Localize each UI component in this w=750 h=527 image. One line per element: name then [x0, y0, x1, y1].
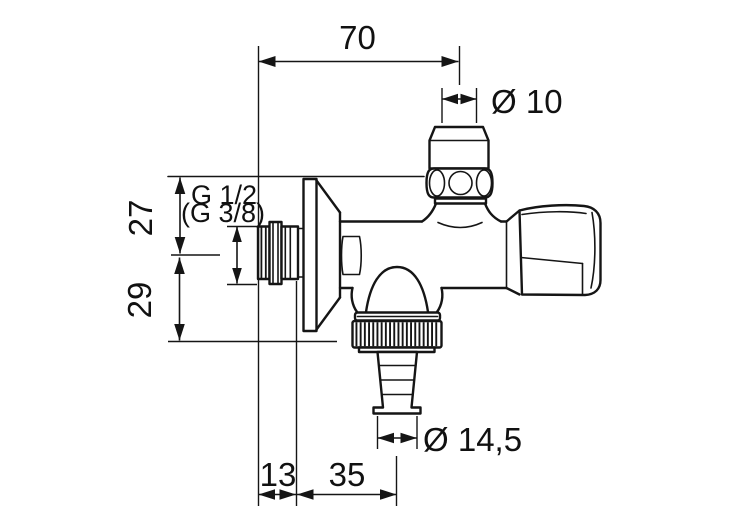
dimension-27: 27 [122, 177, 220, 256]
dimension-label: 27 [122, 200, 159, 237]
bell-fillet-left [350, 286, 359, 314]
thread-section-outline [256, 225, 271, 281]
outlet-collar [433, 197, 488, 205]
dimension-70: 70 [257, 19, 461, 506]
outlet-saddle-arc [437, 221, 483, 229]
right-outlet-nut [518, 203, 602, 297]
bottom-outlet [350, 265, 444, 354]
wall-flange [302, 177, 363, 333]
nut-outline [518, 203, 602, 297]
top-outlet [420, 125, 503, 229]
nut-chamfer-line [520, 256, 584, 265]
ring-hole [448, 170, 473, 196]
dimension-29: 29 [121, 257, 337, 343]
bell-fillet-right [435, 286, 444, 314]
dimension-label: 70 [339, 19, 376, 56]
body-tube [167, 175, 521, 296]
nut-top-face-line [521, 210, 587, 216]
arrowhead [232, 226, 242, 242]
thread-ring [268, 220, 283, 286]
dimension-13: 13 [258, 281, 298, 506]
arrowhead [232, 268, 242, 284]
dimension-dia-14-5: Ø 14,5 [376, 416, 522, 458]
ring-hole [428, 169, 446, 197]
valve-seat-barrel [340, 235, 363, 276]
nipple-outline [372, 350, 422, 415]
outlet-bell-left [420, 202, 438, 223]
outlet-bell-right [483, 202, 503, 223]
dimension-thread: G 1/2 (G 3/8) [181, 180, 265, 286]
dimension-dia-10: Ø 10 [441, 83, 563, 123]
arrowhead [297, 489, 314, 500]
flange-cone-bottom [315, 296, 342, 331]
valve-body-drawing [167, 125, 602, 415]
arrowhead [279, 489, 296, 500]
arrowhead [441, 56, 459, 67]
nut-right-highlight [590, 211, 596, 289]
arrowhead [380, 489, 397, 500]
arrowhead [400, 432, 417, 444]
ring-hole [475, 169, 493, 197]
arrowhead [174, 237, 186, 254]
arrowhead [174, 257, 185, 274]
arrowhead [442, 93, 458, 105]
dimension-label: Ø 10 [491, 83, 563, 120]
tube-nut-chamfer [505, 286, 521, 296]
arrowhead [174, 324, 185, 341]
arrowhead [377, 432, 394, 444]
tube-nut-chamfer [505, 209, 521, 223]
arrowhead [258, 56, 276, 67]
dimension-label: 29 [121, 282, 158, 319]
dimension-35: 35 [297, 456, 398, 506]
flange-plate [302, 177, 318, 333]
thread-size-label: G 1/2 [191, 180, 257, 210]
hose-nipple [372, 350, 422, 415]
bell-dome [364, 265, 430, 314]
thread-size-alt-label: (G 3/8) [181, 198, 265, 228]
inlet-thread [256, 220, 305, 286]
arrowhead [258, 489, 275, 500]
dimension-label: 35 [329, 456, 366, 493]
regulating-ring [425, 167, 494, 199]
dimension-label: Ø 14,5 [423, 421, 522, 458]
flange-cone-top [315, 179, 342, 214]
outlet-cap [428, 125, 490, 170]
arrowhead [174, 177, 186, 194]
dimension-label: 13 [260, 456, 297, 493]
arrowhead [460, 93, 477, 105]
